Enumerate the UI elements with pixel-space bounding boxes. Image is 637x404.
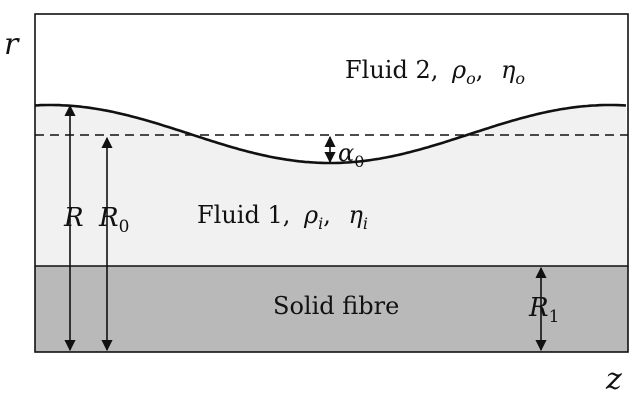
amplitude-label: α0 <box>338 139 364 171</box>
fluid-2-label: Fluid 2, ρo, ηo <box>345 56 525 88</box>
fibre-radius-label: R1 <box>528 293 559 327</box>
fluid-1-label: Fluid 1, ρi, ηi <box>197 201 368 233</box>
solid-fibre-region <box>35 266 628 352</box>
z-axis-label: z <box>605 362 622 397</box>
solid-fibre-label: Solid fibre <box>273 292 399 320</box>
interface-radius-label: R <box>63 203 84 233</box>
domain-frame <box>34 13 629 353</box>
mean-radius-label: R0 <box>98 203 129 237</box>
fluid-1-region <box>35 105 628 266</box>
r-axis-label: r <box>4 27 20 62</box>
